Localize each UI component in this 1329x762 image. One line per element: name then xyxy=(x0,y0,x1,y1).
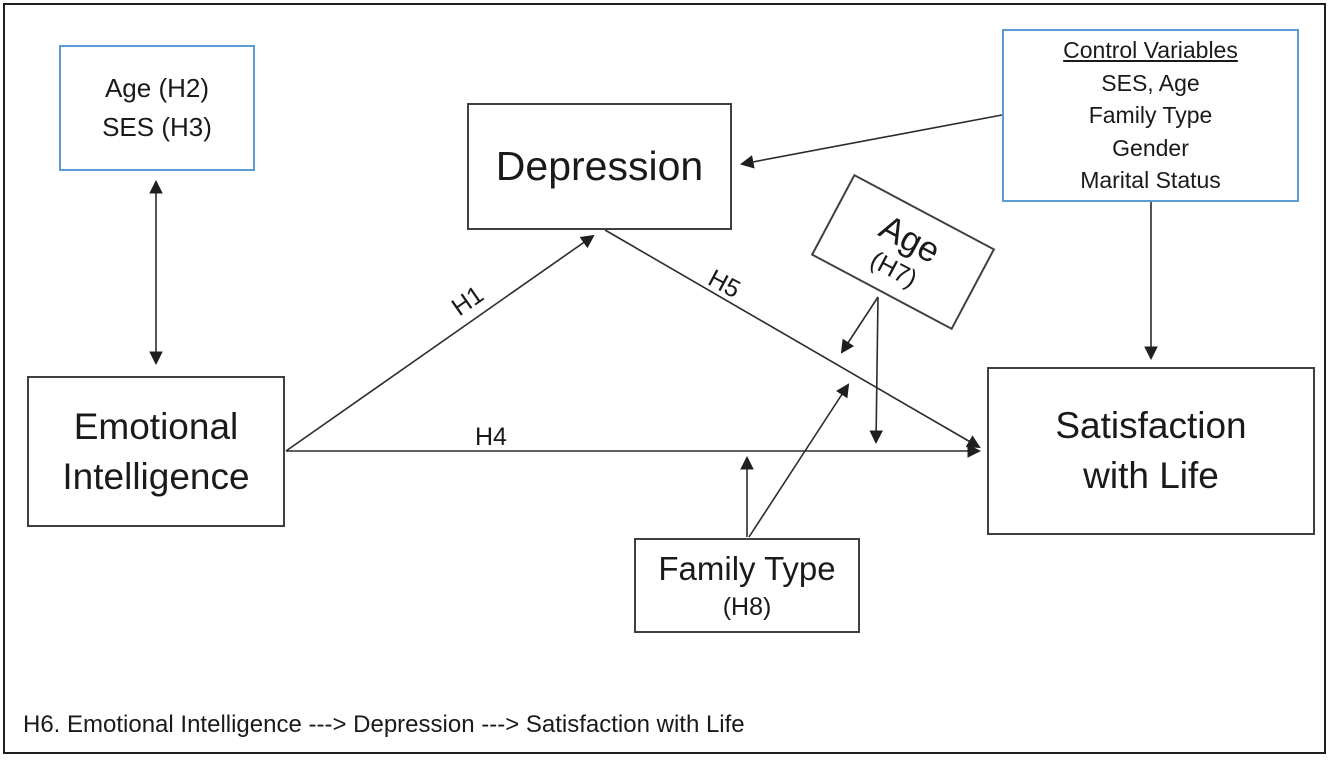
depression-label: Depression xyxy=(495,142,704,189)
satisfaction-line1: Satisfaction xyxy=(1055,405,1247,447)
satisfaction-with-life-box: Satisfaction with Life xyxy=(987,367,1315,535)
arrow-age-moderates-h4 xyxy=(869,296,883,445)
control-variables-item: Gender xyxy=(1112,134,1189,161)
arrow-controls-depression xyxy=(739,114,1003,169)
control-variables-item: SES, Age xyxy=(1101,69,1200,96)
control-variables-item: Family Type xyxy=(1088,102,1213,129)
age-h2-label: Age (H2) xyxy=(104,73,210,103)
diagram-frame: Age (H2) SES (H3) Depression Control Var… xyxy=(3,3,1326,754)
arrow-h1-ei-depression xyxy=(285,234,595,452)
control-variables-box: Control Variables SES, Age Family Type G… xyxy=(1002,29,1299,202)
emotional-intelligence-box: Emotional Intelligence xyxy=(27,376,285,527)
depression-box: Depression xyxy=(467,103,732,230)
age-ses-box: Age (H2) SES (H3) xyxy=(59,45,255,171)
h4-path-label: H4 xyxy=(475,423,507,451)
arrow-family-moderates-h5 xyxy=(748,383,850,538)
age-h7-box: Age (H7) xyxy=(810,173,996,331)
emotional-intelligence-line2: Intelligence xyxy=(62,455,250,497)
h1-path-label: H1 xyxy=(446,280,489,322)
control-variables-title: Control Variables xyxy=(1063,36,1238,63)
arrow-age-moderates-h5 xyxy=(840,296,879,354)
h5-path-label: H5 xyxy=(703,264,745,304)
satisfaction-line2: with Life xyxy=(1083,455,1219,496)
family-type-box: Family Type (H8) xyxy=(634,538,860,633)
h6-footnote: H6. Emotional Intelligence ---> Depressi… xyxy=(23,711,745,738)
ses-h3-label: SES (H3) xyxy=(102,112,212,142)
family-type-label: Family Type xyxy=(658,550,836,588)
family-type-hypothesis: (H8) xyxy=(722,592,772,621)
control-variables-item: Marital Status xyxy=(1080,167,1221,194)
emotional-intelligence-line1: Emotional xyxy=(73,405,239,447)
